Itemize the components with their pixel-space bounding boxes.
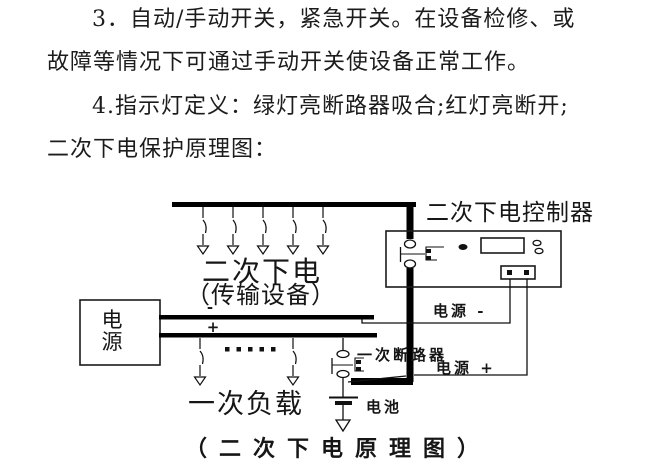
minus-bus-bar <box>159 315 374 320</box>
battery-symbol <box>329 396 358 433</box>
indicator-lamp-icon <box>532 239 542 247</box>
breaker-label: 一次断路器 <box>357 346 447 364</box>
relay-contact-icon <box>403 259 417 269</box>
power-source-label-char2: 源 <box>102 330 123 354</box>
relay-coil-icon <box>425 246 444 261</box>
power-source-label-char1: 电 <box>102 308 123 332</box>
paragraph-line-4: 二次下电保护原理图： <box>47 137 278 162</box>
minus-bus-sign: - <box>207 298 213 316</box>
controller-display <box>480 237 525 254</box>
ground-icon <box>334 419 352 433</box>
indicator-lamp-icon <box>534 247 544 255</box>
paragraph-line-2: 故障等情况下可通过手动开关使设备正常工作。 <box>47 50 531 75</box>
controller-label: 二次下电控制器 <box>426 200 594 226</box>
power-plus-label: 电源 + <box>436 359 496 377</box>
plus-bus-bar <box>159 333 377 338</box>
switch-icon <box>316 206 330 255</box>
secondary-drop-label: 二次下电 <box>202 255 322 288</box>
controller-box <box>385 230 562 288</box>
switch-icon <box>286 337 300 386</box>
terminal-icon <box>507 270 512 275</box>
switch-icon <box>193 337 207 386</box>
breaker-contact-icon <box>336 369 350 379</box>
switch-icon <box>256 206 270 255</box>
primary-load-label: 一次负载 <box>188 389 304 420</box>
paragraph-line-3: 4.指示灯定义：绿灯亮断路器吸合;红灯亮断开; <box>92 94 569 119</box>
breaker-contact-icon <box>336 349 350 359</box>
switch-icon <box>286 206 300 255</box>
power-minus-label: 电源 - <box>433 302 486 320</box>
power-plus-sense-wire <box>414 279 528 376</box>
plus-bus-sign: + <box>207 318 220 336</box>
power-source-box <box>79 299 161 366</box>
power-minus-sense-wire <box>361 279 511 324</box>
secondary-drop-sublabel: （传输设备） <box>186 281 336 309</box>
indicator-led-icon <box>458 244 468 250</box>
diagram-caption: （二次下电原理图） <box>185 436 491 462</box>
relay-contact-icon <box>403 239 417 249</box>
controller-relay <box>399 239 444 269</box>
primary-load-switches <box>193 337 300 386</box>
terminal-block <box>500 265 536 280</box>
battery-label: 电池 <box>366 398 402 416</box>
breaker-output-wire <box>347 375 407 383</box>
top-bus-bar <box>172 202 416 207</box>
controller-internals <box>458 237 544 280</box>
ellipsis-dots-icon <box>225 347 276 352</box>
primary-breaker <box>331 338 364 397</box>
paragraph-line-1: 3．自动/手动开关，紧急开关。在设备检修、或 <box>92 7 576 32</box>
secondary-drop-switches <box>196 205 330 256</box>
terminal-icon <box>524 270 529 275</box>
switch-icon <box>196 205 210 256</box>
switch-icon <box>226 206 240 255</box>
